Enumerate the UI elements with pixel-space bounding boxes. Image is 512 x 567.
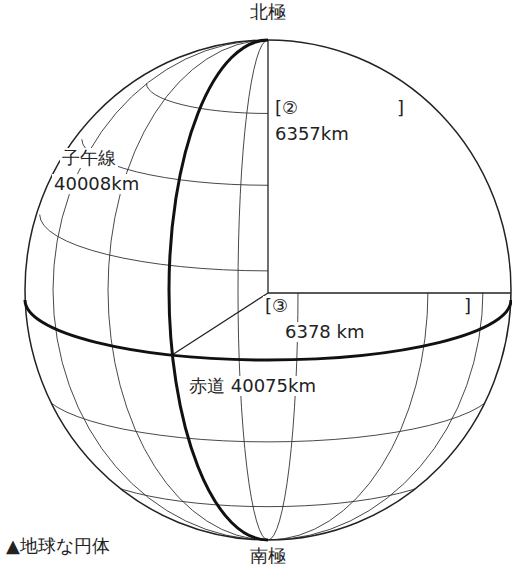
globe-outline <box>25 40 511 540</box>
bracket-callout: [② <box>273 98 300 118</box>
radius-line <box>172 293 268 355</box>
pole-label: 北極 <box>248 2 288 22</box>
bracket-close: ] <box>395 98 406 118</box>
line-name: 子午線 <box>60 148 118 168</box>
dimension: 6357km <box>273 124 351 144</box>
equatorial-radius <box>268 292 511 293</box>
pole-label: 南極 <box>248 546 288 566</box>
figure-caption: ▲地球な円体 <box>4 536 112 556</box>
grid-line <box>53 40 483 540</box>
grid-line <box>147 517 390 547</box>
grid-line <box>108 40 428 540</box>
bracket-close: ] <box>462 296 473 316</box>
meridian-line <box>169 40 268 540</box>
polar-radius <box>267 40 268 293</box>
bracket-callout: [③ <box>263 296 290 316</box>
grid-line <box>82 461 454 507</box>
dimension: 40008km <box>52 174 141 194</box>
dimension: 6378 km <box>283 322 367 342</box>
line-name: 赤道 40075km <box>187 376 318 396</box>
